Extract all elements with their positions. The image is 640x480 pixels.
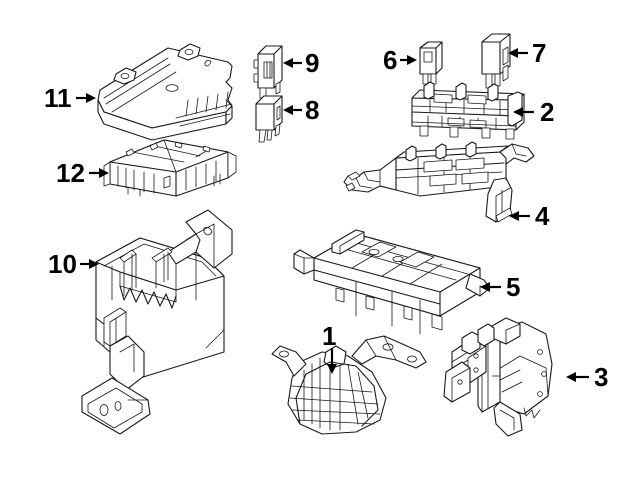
callout-label-4: 4 [535, 201, 550, 231]
callout-label-7: 7 [532, 38, 547, 68]
part-12-relay-block-lower-cover [103, 139, 237, 197]
callout-label-3: 3 [594, 362, 609, 392]
callout-label-10: 10 [48, 249, 77, 279]
leader-5 [480, 282, 501, 292]
callout-label-8: 8 [305, 95, 320, 125]
leader-7 [508, 48, 528, 58]
part-6-blade-fuse [419, 41, 443, 85]
callout-leaders [76, 48, 589, 382]
leader-12 [89, 168, 109, 178]
leader-3 [566, 372, 589, 382]
leader-11 [76, 93, 96, 103]
part-2-relay-block-upper [411, 81, 525, 140]
callout-label-2: 2 [540, 97, 555, 127]
callout-label-6: 6 [383, 45, 398, 75]
part-9-relay-slim [253, 45, 283, 99]
callout-label-12: 12 [56, 158, 85, 188]
part-4-junction-block-crossmember-bracket [343, 141, 535, 223]
leader-9 [283, 58, 302, 68]
part-10-junction-block-cover-case [81, 209, 233, 435]
leader-2 [513, 107, 534, 117]
callout-label-5: 5 [506, 272, 521, 302]
callout-label-1: 1 [322, 321, 337, 351]
leader-1 [327, 348, 337, 374]
leader-10 [80, 259, 99, 269]
leader-8 [283, 105, 302, 115]
callout-label-11: 11 [44, 83, 72, 113]
part-3-engine-room-junction-block [443, 317, 553, 437]
callout-label-9: 9 [305, 48, 320, 78]
part-1-lower-junction-block-bracket [271, 335, 427, 435]
leader-4 [509, 211, 530, 221]
part-11-ecu-control-module-cover [97, 43, 233, 141]
part-8-relay-small [255, 95, 283, 143]
leader-6 [400, 55, 417, 65]
part-5-fuse-block-body [293, 229, 491, 335]
part-7-relay-large [481, 33, 511, 89]
